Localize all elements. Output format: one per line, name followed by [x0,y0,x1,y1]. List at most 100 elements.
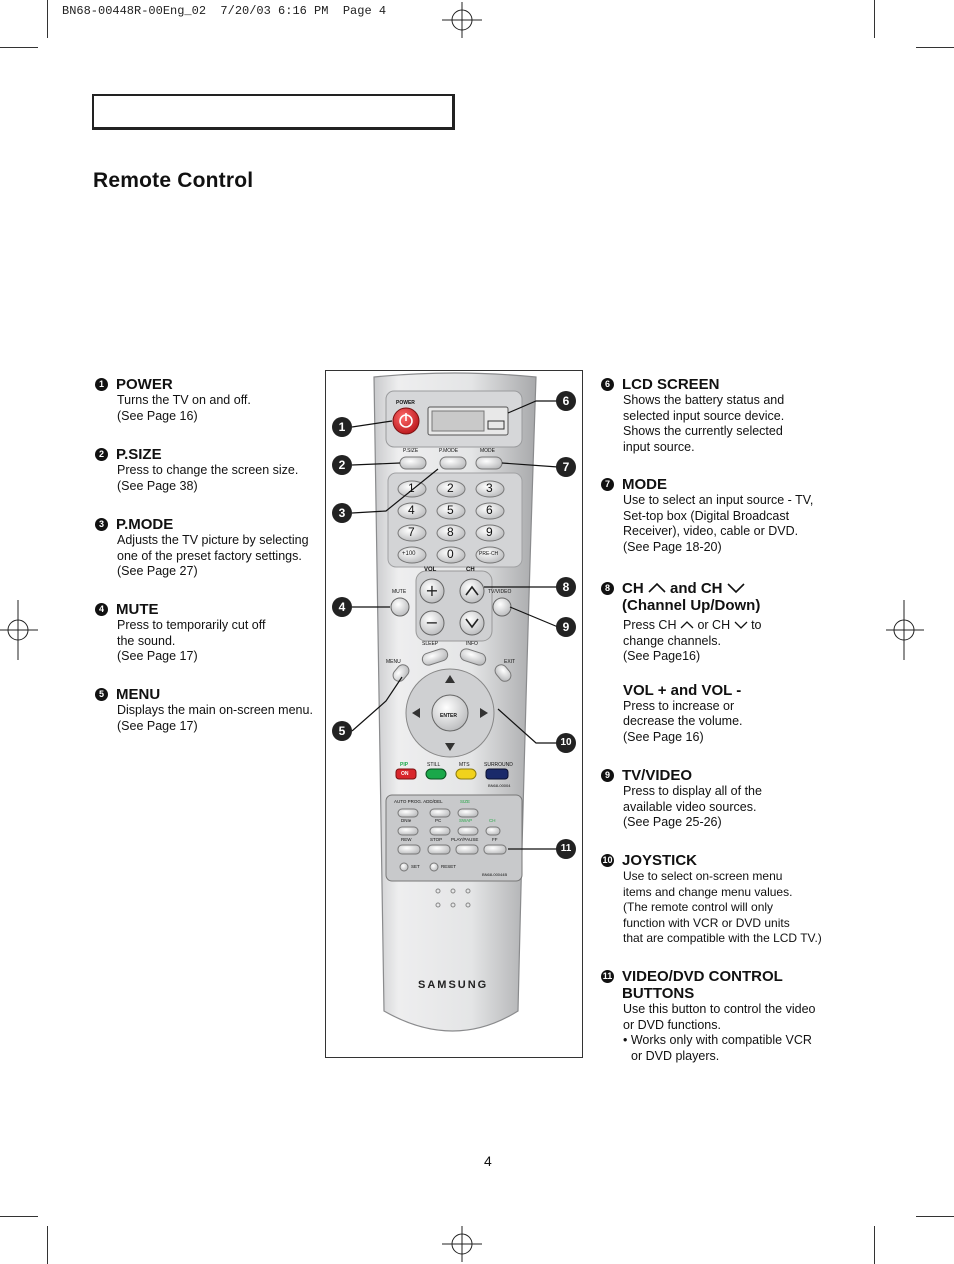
remote-mode-label: MODE [480,448,495,454]
item-text: (See Page 17) [117,718,198,733]
remote-digit: 5 [447,503,454,517]
crop-mark [916,1216,954,1217]
number-badge: 7 [601,478,614,491]
remote-model-code: BN68-00004 [488,783,511,788]
remote-digit: 6 [486,503,493,517]
item-text: (See Page 16) [623,729,704,744]
remote-psize-label: P.SIZE [403,448,419,454]
remote-playpause-label: PLAY/PAUSE [451,837,479,842]
section-header-box [92,94,455,130]
item-title: MENU [116,686,161,703]
chevron-up-icon [680,621,694,629]
item-text: Set-top box (Digital Broadcast [623,508,790,523]
item-lcd-screen: 6 LCD SCREEN Shows the battery status and… [601,376,841,455]
registration-mark-icon [442,1226,482,1262]
callout-8: 8 [556,577,576,597]
crop-mark [47,1226,48,1264]
item-text: function with VCR or DVD units [623,915,790,930]
remote-digit: 2 [447,481,454,495]
remote-exit-label: EXIT [504,659,516,665]
svg-text:−: − [425,613,438,632]
remote-control-illustration: + − [351,372,559,1032]
item-title: MUTE [116,601,159,618]
item-text: Receiver), video, cable or DVD. [623,524,799,539]
callout-2: 2 [332,455,352,475]
crop-mark [0,47,38,48]
item-menu: 5 MENU Displays the main on-screen menu.(… [95,686,335,734]
item-text: (See Page 18-20) [623,539,722,554]
page-number: 4 [484,1153,492,1169]
remote-power-label: POWER [396,400,415,406]
item-text: selected input source device. [623,408,785,423]
item-title: P.MODE [116,516,174,533]
remote-dnie-label: DNIe [401,818,412,823]
crop-mark [0,1216,38,1217]
item-title: and CH [670,580,723,597]
item-text: the sound. [117,633,176,648]
item-text: one of the preset factory settings. [117,548,302,563]
item-text: Shows the currently selected [623,424,783,439]
item-text: (See Page 17) [117,649,198,664]
number-badge: 5 [95,688,108,701]
remote-on-label: ON [401,771,409,777]
item-text: Use to select an input source - TV, [623,493,814,507]
remote-size-label: SIZE [460,799,471,804]
crop-mark [874,0,875,38]
item-text: to [751,618,762,632]
remote-digit-zero: 0 [447,547,454,561]
item-text: Shows the battery status and [623,393,785,407]
number-badge: 8 [601,582,614,595]
callout-9: 9 [556,617,576,637]
callout-1: 1 [332,417,352,437]
callout-11: 11 [556,839,576,859]
remote-menu-label: MENU [386,659,401,665]
item-text: Press to increase or [623,698,735,713]
crop-mark [874,1226,875,1264]
remote-ch-label: CH [466,567,475,573]
item-title: LCD SCREEN [622,376,720,393]
callout-7: 7 [556,457,576,477]
remote-plus100: +100 [402,551,416,557]
print-slug: BN68-00448R-00Eng_02 7/20/03 6:16 PM Pag… [62,4,387,18]
item-text: Adjusts the TV picture by selecting [117,533,309,547]
remote-pc-label: PC [435,818,442,823]
remote-tvvideo-label: TV/VIDEO [488,589,512,595]
item-text: Displays the main on-screen menu. [117,703,313,717]
remote-model-code-2: BN68-00044B [482,872,508,877]
chevron-down-icon [727,583,745,594]
registration-mark-icon [886,600,924,660]
item-text: (See Page 25-26) [623,815,722,830]
number-badge: 6 [601,378,614,391]
remote-illustration-frame: + − [325,370,583,1058]
item-text: change channels. [623,633,721,648]
item-text: that are compatible with the LCD TV.) [623,931,822,946]
remote-stop-label: STOP [430,837,443,842]
crop-mark [47,0,48,38]
item-text: Press to display all of the [623,784,762,798]
remote-info-label: INFO [466,641,478,647]
number-badge: 9 [601,769,614,782]
callout-10: 10 [556,733,576,753]
remote-enter-label: ENTER [440,713,457,719]
item-text: decrease the volume. [623,714,743,729]
remote-digit: 7 [408,525,415,539]
callout-6: 6 [556,391,576,411]
callout-3: 3 [332,503,352,523]
remote-pmode-label: P.MODE [439,448,459,454]
remote-autoprog-label: AUTO PROG. ADD/DEL [394,799,443,804]
item-text: input source. [623,439,695,454]
remote-pip-label: PIP [400,762,409,768]
item-title: TV/VIDEO [622,767,693,784]
item-title: JOYSTICK [622,852,698,869]
item-text: or DVD players. [631,1048,720,1063]
item-text: (See Page16) [623,649,701,664]
item-title: MODE [622,476,667,493]
item-mode: 7 MODE Use to select an input source - TV… [601,476,841,555]
number-badge: 2 [95,448,108,461]
item-text: (See Page 27) [117,564,198,579]
